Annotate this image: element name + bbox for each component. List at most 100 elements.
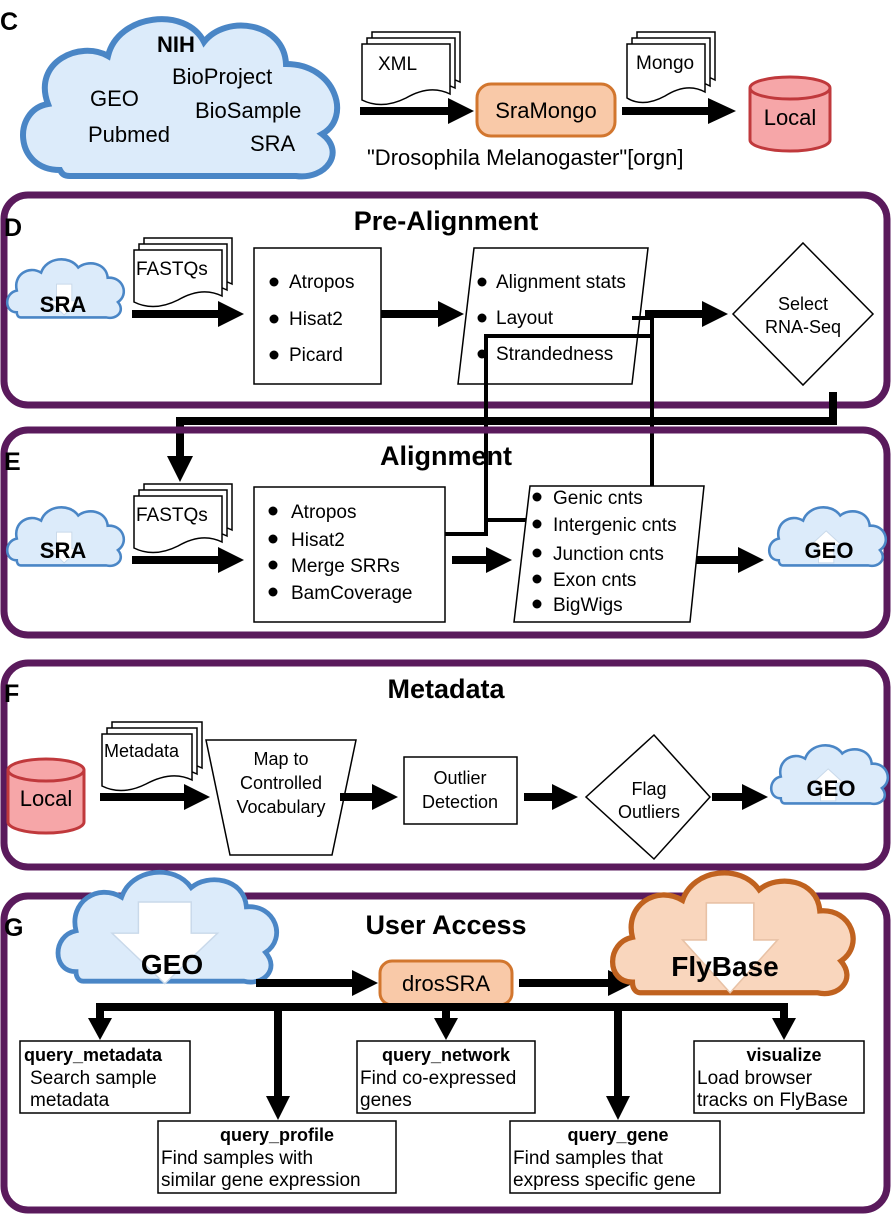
decision-line-2: RNA-Seq — [765, 317, 841, 337]
query-network-box — [356, 1040, 536, 1114]
outlier-line-2: Detection — [422, 792, 498, 812]
local-label-f: Local — [20, 786, 73, 811]
geo-label-g: GEO — [141, 949, 203, 980]
select-rnaseq-diamond — [731, 241, 875, 387]
output-layout: Layout — [496, 308, 554, 329]
sra-label: SRA — [40, 292, 87, 317]
metadata-label: Metadata — [104, 741, 180, 761]
geo-cloud-icon-f — [769, 744, 890, 806]
query-network-desc-1: Find co-expressed — [360, 1068, 516, 1089]
counts-output-box — [513, 485, 705, 623]
query-gene-desc-1: Find samples that — [513, 1148, 664, 1169]
output-alignment-stats: Alignment stats — [496, 272, 626, 293]
flybase-label: FlyBase — [671, 951, 778, 982]
step-merge-srrs: Merge SRRs — [291, 556, 400, 577]
geo-cloud-icon-g — [58, 872, 277, 985]
query-gene-box — [509, 1120, 721, 1194]
panel-d: D Pre-Alignment SRA FASTQs Atropos Hisat… — [0, 191, 891, 409]
query-network-desc-2: genes — [360, 1090, 412, 1111]
sramongo-label: SraMongo — [495, 98, 597, 123]
decision-line-1: Select — [778, 294, 828, 314]
query-profile-box — [157, 1120, 397, 1194]
metadata-document-icon — [101, 721, 203, 792]
xml-label: XML — [378, 54, 417, 75]
qc-output-box — [457, 247, 649, 385]
output-genic-cnts: Genic cnts — [553, 488, 643, 509]
step-atropos: Atropos — [289, 272, 354, 293]
sra-label-e: SRA — [40, 538, 87, 563]
map-line-3: Vocabulary — [236, 797, 325, 817]
nih-title: NIH — [157, 32, 195, 57]
local-database-icon — [748, 75, 832, 153]
visualize-desc-1: Load browser — [697, 1068, 813, 1089]
outlier-line-1: Outlier — [433, 768, 486, 788]
query-profile-desc-2: similar gene expression — [161, 1170, 361, 1191]
panel-title-alignment: Alignment — [380, 441, 512, 471]
panel-f-border — [0, 659, 891, 871]
fastqs-document-icon-e — [133, 483, 233, 554]
orgn-query: "Drosophila Melanogaster"[orgn] — [367, 145, 683, 170]
step-bamcoverage: BamCoverage — [291, 583, 412, 604]
fastqs-label: FASTQs — [136, 259, 208, 280]
outlier-detection-box — [403, 756, 518, 825]
flag-outliers-diamond — [584, 733, 712, 861]
step-picard: Picard — [289, 345, 343, 366]
xml-document-icon — [361, 31, 461, 106]
map-line-2: Controlled — [240, 773, 322, 793]
local-database-icon-f — [6, 757, 86, 835]
panel-letter-e: E — [4, 448, 21, 476]
query-profile-desc-1: Find samples with — [161, 1148, 313, 1169]
output-strandedness: Strandedness — [496, 344, 613, 365]
panel-e: E Alignment SRA FASTQs Atropos Hisat2 Me… — [0, 426, 891, 639]
query-metadata-desc-1: Search sample — [30, 1068, 157, 1089]
arrow-select-to-alignment — [176, 392, 837, 460]
query-gene-desc-2: express specific gene — [513, 1170, 696, 1191]
source-sra: SRA — [250, 131, 296, 156]
panel-f: F Metadata Local Metadata Map to Control… — [0, 659, 891, 871]
step-atropos-e: Atropos — [291, 502, 356, 523]
step-hisat2-e: Hisat2 — [291, 530, 345, 551]
map-line-1: Map to — [253, 749, 308, 769]
panel-c: C NIH GEO Pubmed BioProject BioSample SR… — [0, 8, 832, 180]
mongo-document-icon — [626, 31, 716, 104]
fastqs-label-e: FASTQs — [136, 505, 208, 526]
panel-letter-f: F — [4, 680, 19, 708]
output-exon-cnts: Exon cnts — [553, 570, 636, 591]
panel-title-metadata: Metadata — [387, 674, 505, 704]
local-label: Local — [764, 105, 817, 130]
sramongo-box — [475, 82, 617, 138]
drossra-label: drosSRA — [402, 971, 490, 996]
alignment-steps-box — [253, 486, 446, 623]
flybase-cloud-icon — [613, 873, 854, 994]
geo-cloud-icon-e — [767, 506, 888, 568]
panel-title-pre-alignment: Pre-Alignment — [354, 206, 539, 236]
mongo-label: Mongo — [636, 53, 694, 74]
query-profile-name: query_profile — [220, 1125, 334, 1145]
query-metadata-box — [19, 1040, 191, 1114]
source-biosample: BioSample — [195, 98, 301, 123]
sra-cloud-icon-e — [5, 506, 126, 568]
source-geo: GEO — [90, 86, 139, 111]
geo-label-f: GEO — [807, 776, 856, 801]
geo-label-e: GEO — [805, 538, 854, 563]
panel-title-user-access: User Access — [365, 910, 526, 940]
query-network-name: query_network — [382, 1045, 511, 1065]
panel-e-border — [0, 426, 891, 639]
fastqs-document-icon — [133, 237, 233, 308]
output-junction-cnts: Junction cnts — [553, 544, 664, 565]
flag-line-1: Flag — [631, 779, 666, 799]
panel-letter-d: D — [4, 214, 22, 242]
source-bioproject: BioProject — [172, 64, 272, 89]
visualize-desc-2: tracks on FlyBase — [697, 1090, 848, 1111]
panel-letter-c: C — [0, 8, 18, 36]
query-gene-name: query_gene — [567, 1125, 668, 1145]
panel-g-border — [0, 892, 891, 1214]
panel-letter-g: G — [4, 914, 23, 942]
output-bigwigs: BigWigs — [553, 595, 623, 616]
step-hisat2: Hisat2 — [289, 309, 343, 330]
nih-cloud-icon — [20, 16, 341, 180]
panel-d-border — [0, 191, 891, 409]
panel-g: G User Access GEO drosSRA FlyBase — [0, 872, 891, 1214]
